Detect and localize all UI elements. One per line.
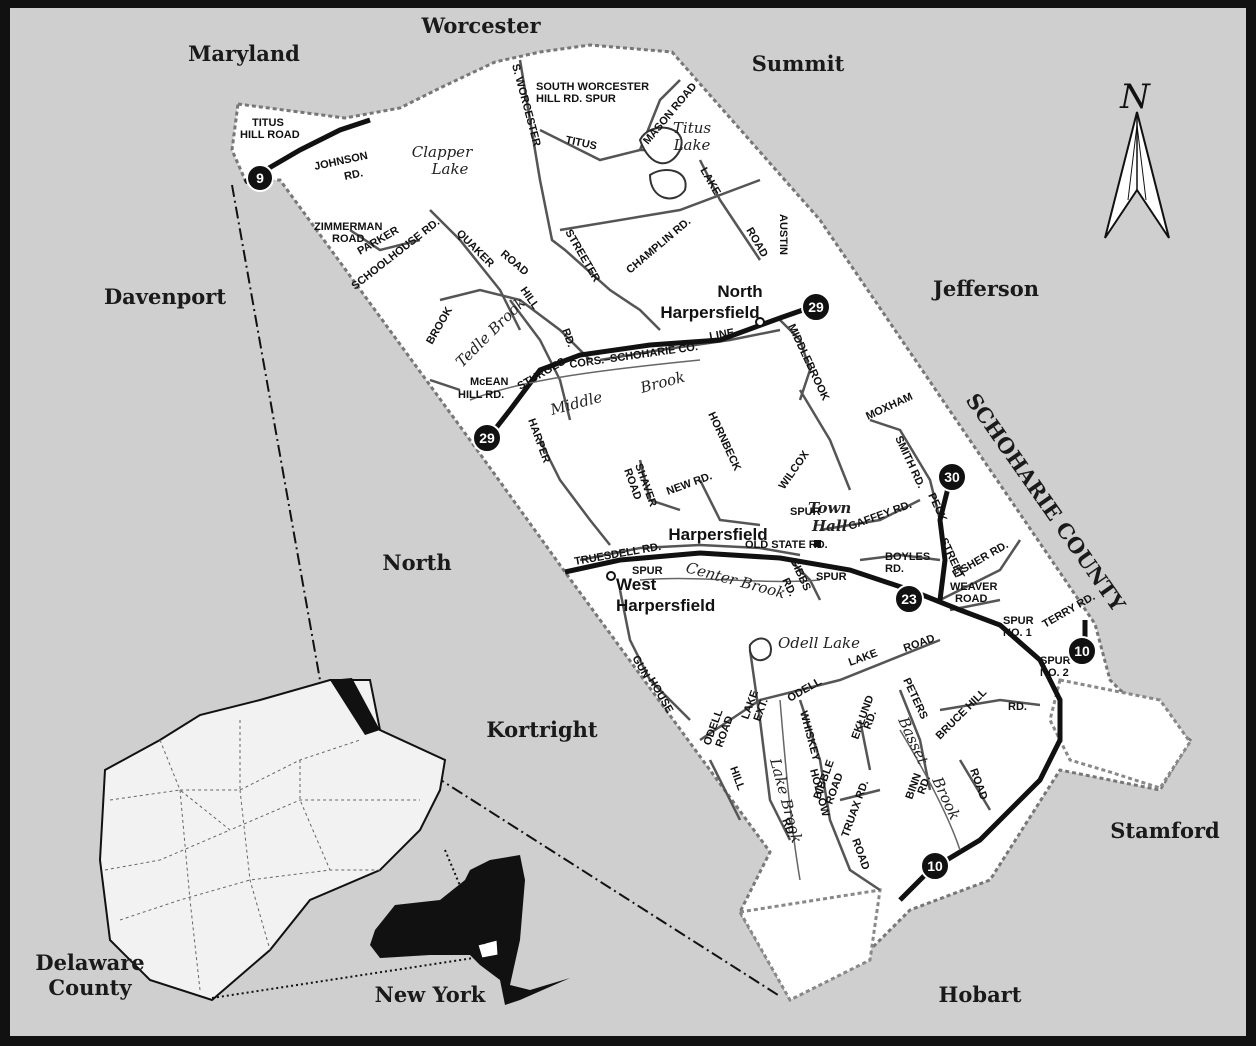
route-10-spur-shield: 10 [1067,636,1097,666]
route-shields: 9 29 29 30 23 10 10 [246,164,1097,881]
neighbor-jefferson: Jefferson [931,276,1039,301]
road-austin: AUSTIN [777,214,789,255]
hamlet-west-harpersfield-label: Harpersfield [616,596,715,615]
neighbor-north: North [382,550,451,575]
road-spur-hall: SPUR [790,506,821,518]
town-boundary [230,43,1192,1001]
neighbor-hobart: Hobart [939,982,1022,1007]
hamlet-north-label: North [717,282,762,301]
titus-lake-label-2: Lake [673,136,711,154]
road-spur-no2-2: NO. 2 [1040,667,1069,679]
hobart-lobe-boundary [737,888,882,1002]
road-zimmerman-2: ROAD [332,233,364,245]
clapper-lake-label-1: Clapper [412,143,473,161]
road-spur-no2-1: SPUR [1040,655,1071,667]
road-titus-hill-1: TITUS [252,117,284,129]
inset-ny-connector-top [444,849,486,946]
route-30-shield: 30 [937,462,967,492]
road-weaver-2: ROAD [955,593,987,605]
svg-text:23: 23 [901,591,917,607]
road-old-state: OLD STATE RD. [745,539,828,551]
svg-text:29: 29 [479,430,495,446]
town-hall-label-2: Hall [811,517,848,535]
odell-lake-label: Odell Lake [778,634,860,652]
svg-text:10: 10 [1074,643,1090,659]
delaware-county-inset [98,678,447,1002]
route-29-west-shield: 29 [472,423,502,453]
inset-ny-connector-bottom [211,956,481,999]
svg-text:30: 30 [944,469,960,485]
road-boyles-1: BOYLES [885,551,930,563]
harpersfield-inset-highlight [330,678,380,735]
inset-delaware-label: Delaware [35,950,144,975]
road-spur-east: SPUR [816,571,847,583]
neighbor-maryland: Maryland [188,41,300,66]
inset-county-label: County [48,975,132,1000]
titus-lake-label-1: Titus [673,119,711,137]
road-south-worcester-1: SOUTH WORCESTER [536,81,649,93]
route-29-north-shield: 29 [801,292,831,322]
north-harpersfield-dot [755,317,765,327]
neighbor-davenport: Davenport [104,284,226,309]
titus-pond-shape [648,169,687,200]
inset-connector-right [377,739,779,996]
svg-text:10: 10 [927,858,943,874]
road-weaver-1: WEAVER [950,581,998,593]
compass-n-label: N [1119,77,1151,117]
north-arrow-icon: N [1104,77,1170,239]
stamford-village-boundary [1048,678,1192,790]
state-highways [243,117,1088,902]
road-zimmerman-1: ZIMMERMAN [314,221,382,233]
town-hall-marker [814,540,821,547]
neighbor-summit: Summit [752,51,845,76]
hamlet-harpersfield-label: Harpersfield [660,303,759,322]
road-line: LINE [708,327,735,343]
hamlet-west-label: West [616,575,657,594]
inset-connector-left [231,184,321,681]
new-york-inset [370,855,570,1005]
svg-text:29: 29 [808,299,824,315]
route-10-south-shield: 10 [920,851,950,881]
water-features [469,126,961,881]
neighbor-kortright: Kortright [486,717,598,742]
road-boyles-2: RD. [885,563,904,575]
road-mcean-2: HILL RD. [458,389,504,401]
road-south-worcester-2: HILL RD. SPUR [536,93,616,105]
neighbor-stamford: Stamford [1110,818,1220,843]
road-spur-no1-2: NO. 1 [1003,627,1032,639]
road-spur-west: SPUR [632,565,663,577]
road-johnson-2: RD. [343,167,364,183]
route-9-shield: 9 [246,164,274,192]
town-hall-label-1: Town [808,499,851,517]
west-harpersfield-dot [606,571,616,581]
svg-text:9: 9 [256,170,264,186]
hamlet-harpersfield: Harpersfield [668,525,767,544]
road-mcean-1: McEAN [470,376,509,388]
odell-lake-shape [748,637,772,662]
route-23-shield: 23 [894,584,924,614]
road-titus-hill-2: HILL ROAD [240,129,300,141]
clapper-lake-label-2: Lake [431,160,469,178]
road-rd-bruce: RD. [1008,701,1027,713]
neighbor-worcester: Worcester [420,13,541,38]
inset-new-york-label: New York [375,982,486,1007]
road-spur-no1-1: SPUR [1003,615,1034,627]
titus-lake-shape [638,126,683,165]
